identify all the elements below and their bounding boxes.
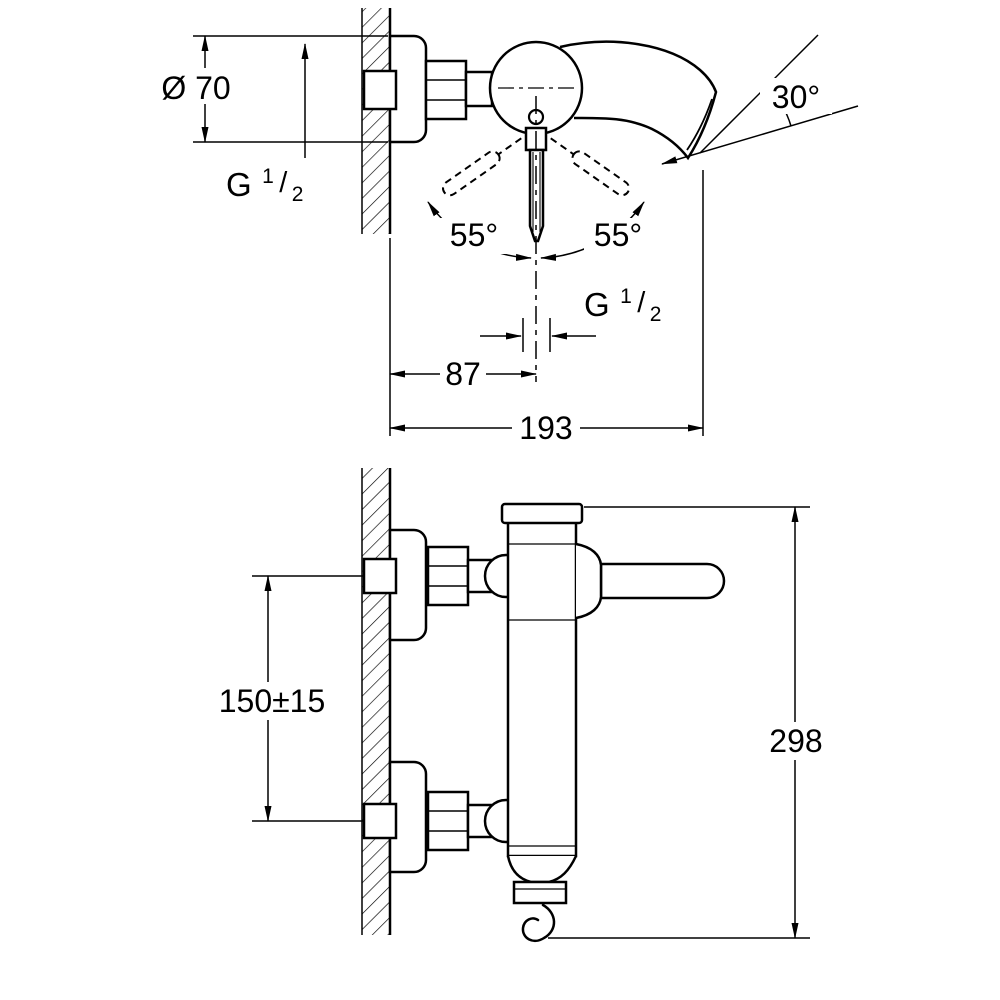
- label-bg: [440, 218, 508, 254]
- thread-slash: /: [279, 167, 288, 199]
- label-bg: [440, 358, 486, 392]
- front-view: 150±15 298: [206, 468, 834, 943]
- dimension-diameter-70: Ø 70: [148, 35, 388, 143]
- wall-to-spout-tip-label: 193: [519, 410, 572, 446]
- label-bg: [512, 412, 580, 446]
- handle-dome: [575, 542, 603, 620]
- outlet-dome: [506, 855, 578, 884]
- escutcheon-bottom: [388, 760, 428, 874]
- wall-hatch: [362, 8, 390, 234]
- outlet-thread-label: G 1 / 2: [584, 285, 661, 326]
- spout-angle-label: 30°: [772, 79, 820, 115]
- spout-angle-annotation: 30°: [661, 34, 859, 165]
- thread-prefix: G: [226, 166, 252, 203]
- thread-prefix: G: [584, 286, 610, 323]
- angle-reference-line: [661, 105, 859, 165]
- mousseur-ring: [512, 880, 568, 905]
- dimension-87: 87: [389, 238, 537, 436]
- inlet-fitting-bottom: [362, 802, 398, 840]
- swing-angle-left-label: 55°: [450, 217, 498, 253]
- handle-swing-annotation: 55° 55°: [427, 137, 652, 261]
- top-view: 55° 55° 30° G 1 / 2 G: [148, 8, 859, 446]
- swing-angle-right-label: 55°: [594, 217, 642, 253]
- thread-numerator: 1: [262, 165, 274, 188]
- label-bg: [206, 682, 338, 720]
- outlet-thread-callout: G 1 / 2: [480, 285, 661, 352]
- mounting-nut-top: [426, 545, 470, 607]
- thread-numerator: 1: [620, 285, 632, 308]
- thread-slash: /: [637, 287, 646, 319]
- spout-mouth-line: [686, 98, 713, 151]
- angle-line: [699, 34, 819, 154]
- escutcheon-top: [388, 528, 428, 642]
- dimension-298: 298: [548, 506, 834, 939]
- dimension-193: 193: [389, 170, 704, 446]
- mounting-nut: [424, 59, 468, 121]
- outlet-stream-curl: [521, 903, 556, 943]
- lever-handle: [599, 562, 726, 600]
- escutcheon-diameter-label: Ø 70: [161, 70, 230, 106]
- mounting-nut-bottom: [426, 790, 470, 852]
- top-fixture: [362, 34, 718, 382]
- front-wall: [361, 468, 392, 935]
- wall-hatch: [362, 468, 390, 935]
- spout: [559, 40, 718, 161]
- front-fixture: [362, 502, 726, 943]
- label-bg: [760, 78, 832, 114]
- dimension-150: 150±15: [206, 575, 364, 822]
- swing-ghost-left: [441, 137, 522, 197]
- inlet-thread-label: G 1 / 2: [226, 165, 303, 206]
- overall-height-label: 298: [769, 723, 822, 759]
- thread-denominator: 2: [292, 183, 304, 206]
- label-bg: [758, 722, 834, 760]
- body-tube: [506, 516, 578, 858]
- union-connector: [464, 70, 494, 108]
- label-bg: [584, 218, 652, 254]
- inlet-thread-callout: G 1 / 2: [226, 43, 309, 206]
- thread-denominator: 2: [650, 303, 662, 326]
- wall-to-outlet-axis-label: 87: [445, 356, 481, 392]
- inlet-fitting-top: [362, 557, 398, 595]
- label-bg: [148, 68, 244, 104]
- escutcheon: [388, 34, 428, 144]
- top-wall: [361, 8, 392, 234]
- connection-spacing-label: 150±15: [219, 683, 326, 719]
- inlet-fitting: [362, 69, 398, 111]
- swing-ghost-right: [550, 137, 631, 197]
- body-cap: [500, 502, 584, 525]
